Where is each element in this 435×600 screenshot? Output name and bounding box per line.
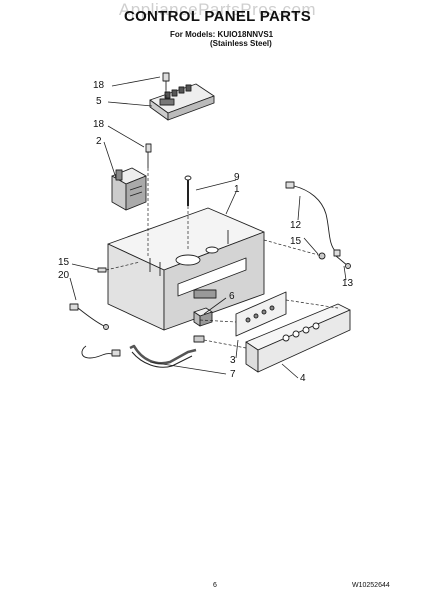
page-title: CONTROL PANEL PARTS bbox=[123, 8, 312, 25]
callout-3: 3 bbox=[230, 355, 236, 366]
models-line: For Models: KUIO18NNVS1 bbox=[170, 30, 274, 39]
callout-18-top: 18 bbox=[93, 80, 105, 91]
transformer-part-2 bbox=[111, 167, 147, 211]
leader-lines bbox=[69, 76, 347, 379]
callout-5: 5 bbox=[96, 96, 102, 107]
screw-part-15-left bbox=[97, 267, 107, 273]
models-subtitle: (Stainless Steel) bbox=[210, 39, 272, 48]
callout-2: 2 bbox=[96, 136, 102, 147]
callout-1: 1 bbox=[234, 184, 240, 195]
page-number: 6 bbox=[213, 582, 217, 589]
ribbon-cable-part-7 bbox=[129, 335, 205, 368]
alignment-lines bbox=[105, 90, 339, 349]
wire-harness-part-12 bbox=[285, 181, 341, 257]
control-board-part-5 bbox=[149, 83, 215, 121]
callout-20: 20 bbox=[58, 270, 70, 281]
wire-part-20 bbox=[69, 303, 121, 359]
document-number: W10252644 bbox=[352, 582, 390, 589]
control-panel-face-part-4 bbox=[245, 303, 351, 373]
callout-4: 4 bbox=[300, 373, 306, 384]
watermark: AppliancePartsPros.com bbox=[118, 0, 317, 19]
ground-wire-part-13 bbox=[335, 255, 351, 269]
callout-12: 12 bbox=[290, 220, 302, 231]
callout-13: 13 bbox=[342, 278, 354, 289]
callout-7: 7 bbox=[230, 369, 236, 380]
callout-6: 6 bbox=[229, 291, 235, 302]
pin-part-9 bbox=[184, 175, 192, 206]
callout-15-right: 15 bbox=[290, 236, 302, 247]
screw-part-18-top bbox=[162, 72, 170, 90]
keypad-part-3 bbox=[235, 291, 287, 337]
switch-part-6 bbox=[193, 307, 213, 327]
callout-9: 9 bbox=[234, 172, 240, 183]
screw-part-18-middle bbox=[145, 143, 152, 168]
callout-15-left: 15 bbox=[58, 257, 70, 268]
callout-18-middle: 18 bbox=[93, 119, 105, 130]
control-housing-part-1 bbox=[107, 207, 265, 331]
